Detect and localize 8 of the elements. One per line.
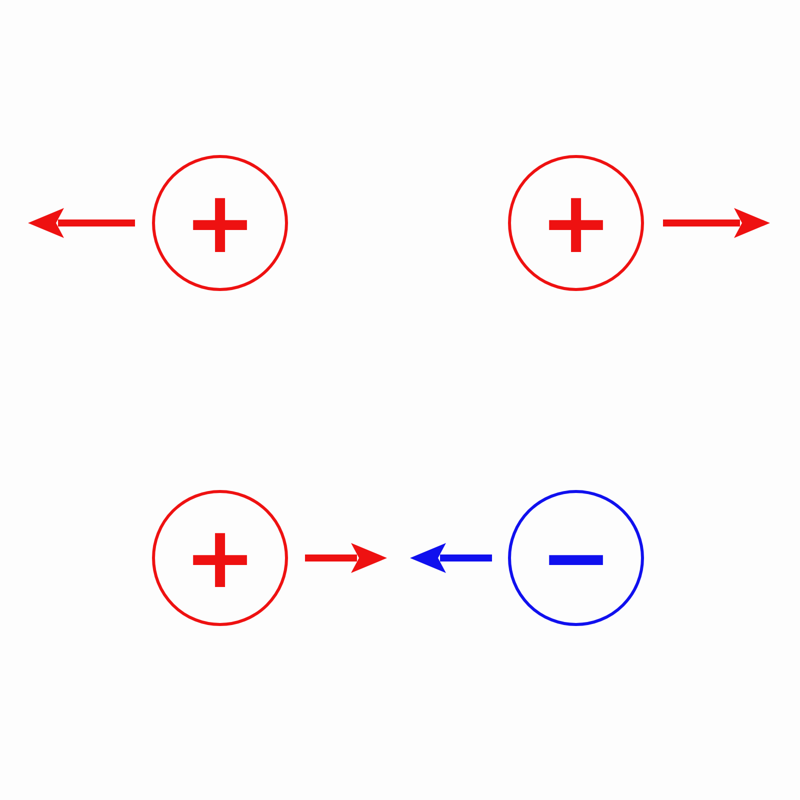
charge-sign: + <box>184 515 256 601</box>
charge-circle <box>508 155 644 291</box>
charge-sign: + <box>540 180 612 266</box>
charge-circle <box>152 155 288 291</box>
charge-circle <box>152 490 288 626</box>
charge-sign: − <box>540 515 612 601</box>
charge-sign: + <box>184 180 256 266</box>
charge-circle <box>508 490 644 626</box>
